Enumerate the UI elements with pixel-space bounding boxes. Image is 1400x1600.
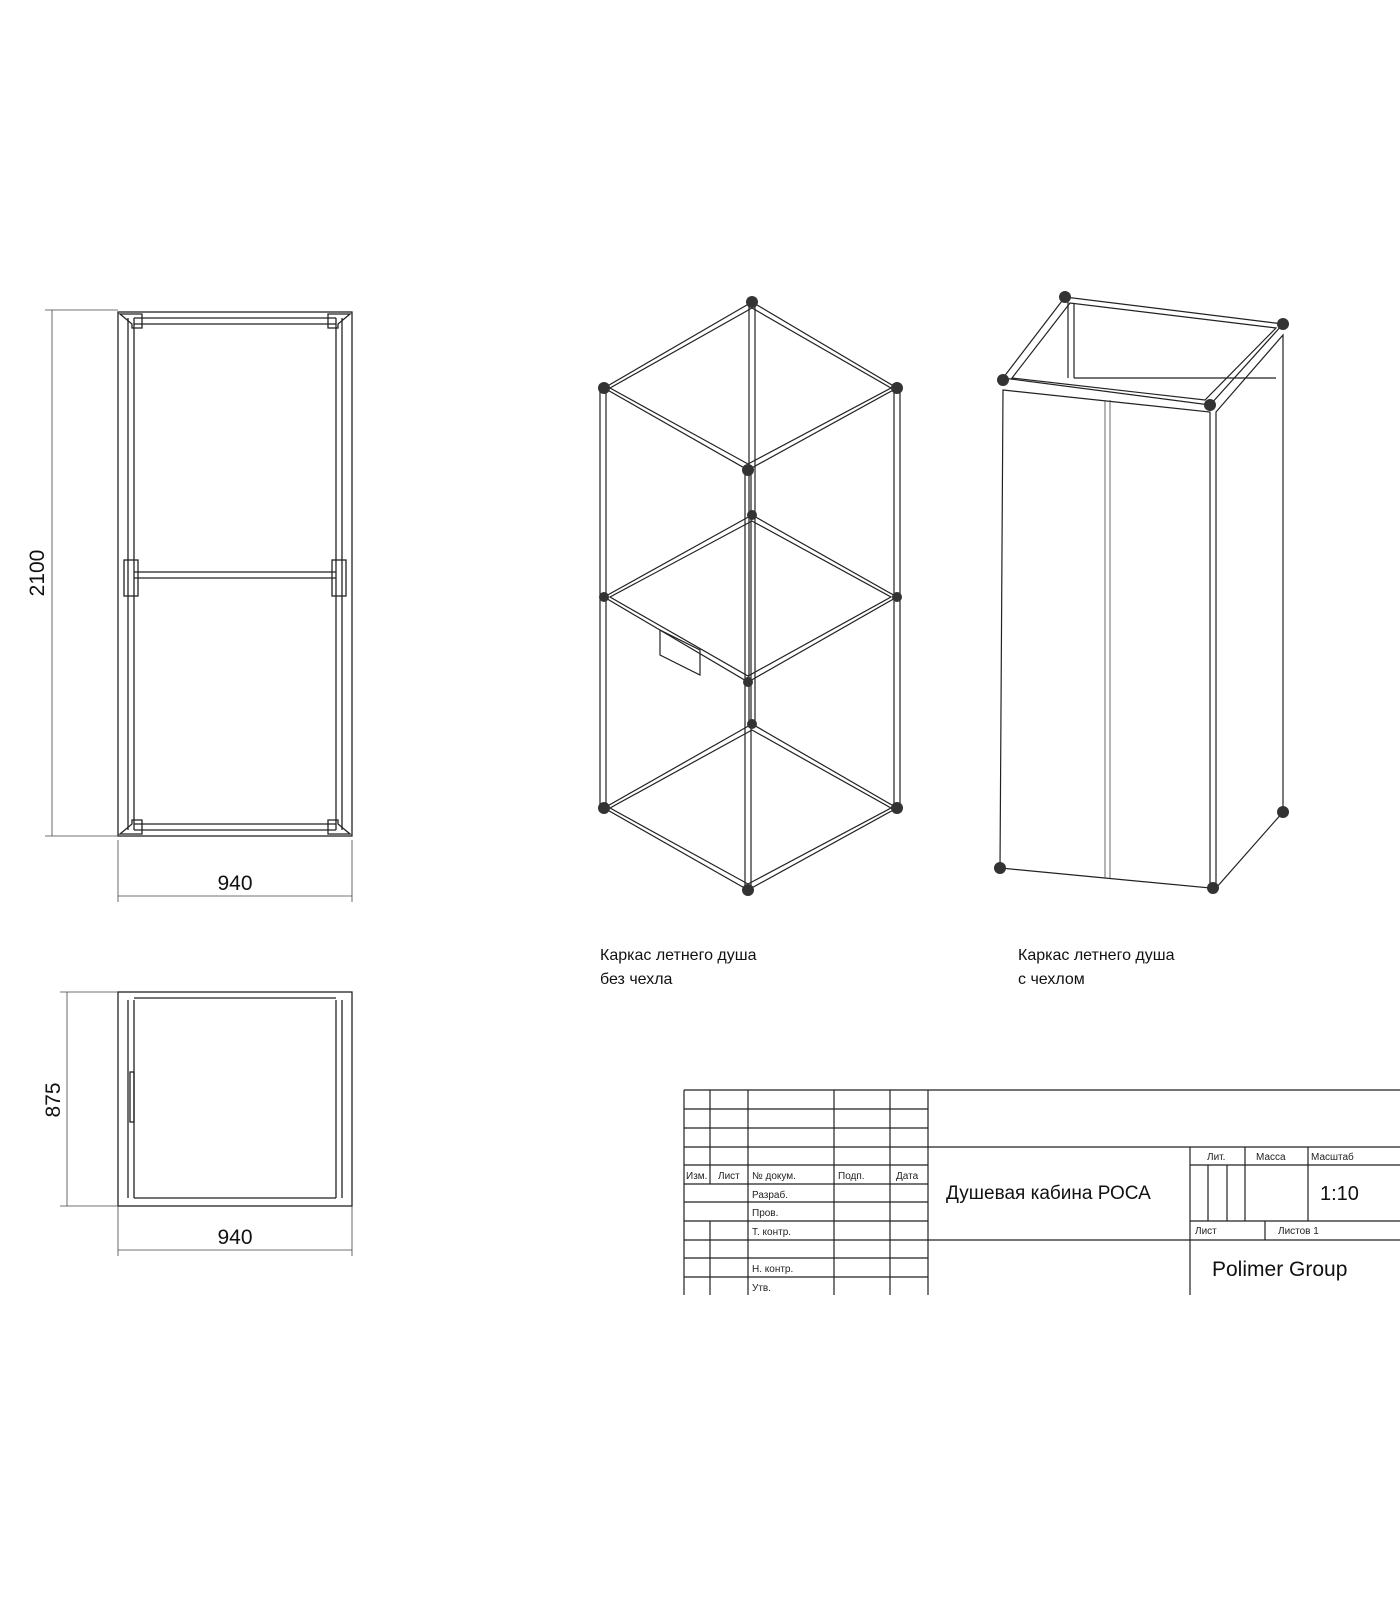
dim-width-front: 940	[217, 872, 252, 895]
scale-label: Масштаб	[1311, 1151, 1354, 1163]
title-block: Изм. Лист № докум. Подп. Дата Разраб. Пр…	[683, 1089, 1400, 1295]
caption-frame: Каркас летнего душа без чехла	[600, 944, 756, 992]
plan-view: 875 940	[42, 991, 353, 1256]
isometric-covered	[994, 291, 1289, 894]
header-date: Дата	[896, 1171, 919, 1182]
header-doc: № докум.	[752, 1171, 796, 1182]
header-list: Лист	[718, 1171, 740, 1182]
sheets-label: Листов 1	[1278, 1226, 1319, 1237]
dim-height: 2100	[26, 550, 49, 597]
header-izm: Изм.	[686, 1171, 707, 1182]
role-tech-control: Т. контр.	[752, 1227, 791, 1238]
front-view: 2100 940	[26, 309, 353, 902]
header-sign: Подп.	[838, 1171, 865, 1182]
caption-frame-line1: Каркас летнего душа	[600, 947, 757, 964]
drawing-title: Душевая кабина РОСА	[946, 1183, 1151, 1204]
dim-width-plan: 940	[217, 1226, 252, 1249]
caption-covered: Каркас летнего душа с чехлом	[1018, 944, 1174, 992]
caption-frame-line2: без чехла	[600, 971, 673, 988]
role-norm-control: Н. контр.	[752, 1264, 793, 1275]
dim-depth: 875	[42, 1082, 65, 1117]
scale-value: 1:10	[1320, 1183, 1359, 1205]
role-developer: Разраб.	[752, 1189, 788, 1201]
mass-label: Масса	[1256, 1152, 1286, 1163]
isometric-frame	[598, 296, 903, 896]
role-checker: Пров.	[752, 1208, 778, 1219]
lit-label: Лит.	[1207, 1152, 1225, 1163]
caption-covered-line2: с чехлом	[1018, 971, 1085, 988]
role-approved: Утв.	[752, 1283, 771, 1294]
sheet-label: Лист	[1195, 1226, 1217, 1237]
caption-covered-line1: Каркас летнего душа	[1018, 947, 1175, 964]
company-name: Polimer Group	[1212, 1258, 1347, 1281]
